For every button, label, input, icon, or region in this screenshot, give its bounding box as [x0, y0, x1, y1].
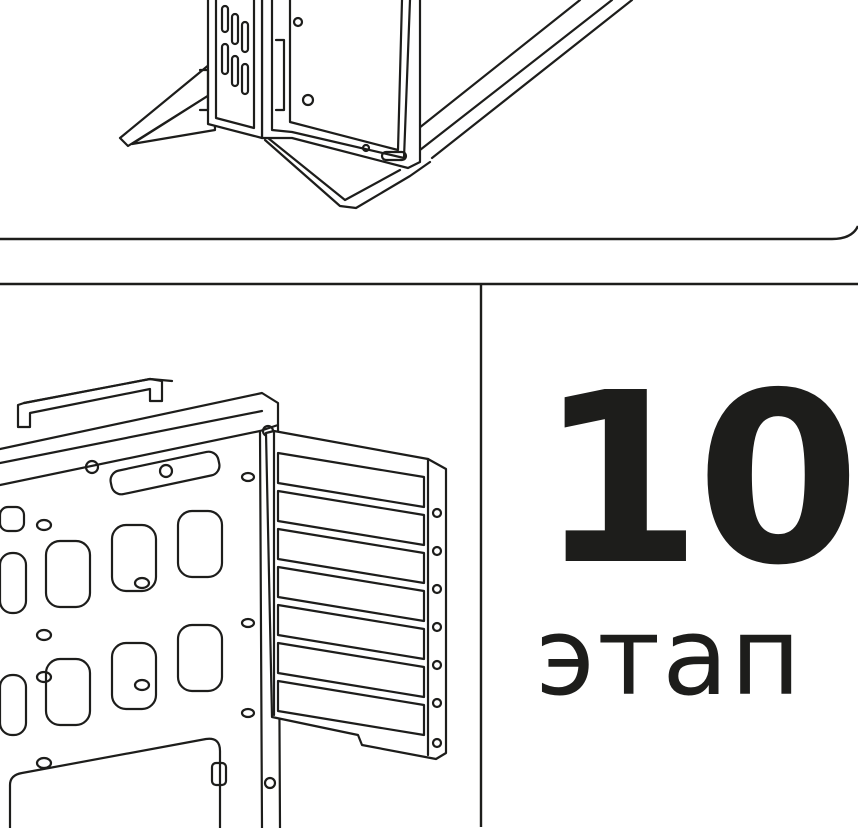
step-number: 10: [538, 342, 858, 617]
psu-bracket-illustration: [0, 0, 858, 241]
drive-cage-panel-illustration: [0, 377, 448, 828]
step-word: этап: [536, 595, 803, 720]
step-label-panel: 10 этап: [482, 284, 858, 827]
